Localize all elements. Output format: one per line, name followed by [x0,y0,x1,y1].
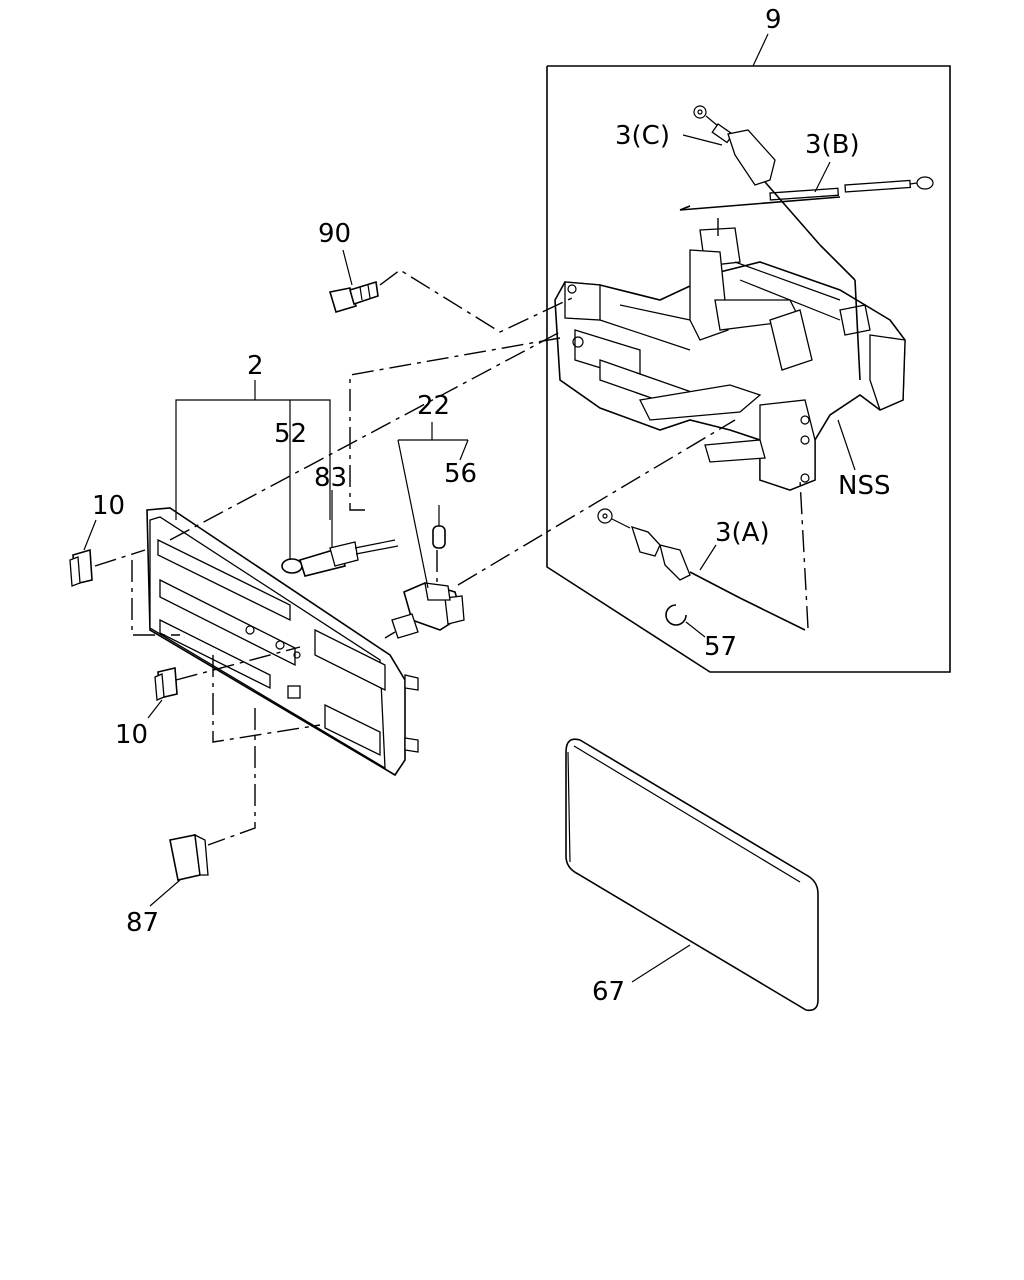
callout-3c: 3(C) [615,121,670,151]
assembly-box-9 [546,33,951,673]
callout-nss: NSS [838,471,890,501]
callout-52: 52 [274,419,307,449]
control-panel [146,507,419,777]
cable-3b [679,176,934,211]
knob-10-top [69,548,93,587]
alignment-lines [94,218,736,846]
callout-3a: 3(A) [715,518,770,548]
bolt-90 [328,280,379,313]
callout-10-top: 10 [92,491,125,521]
callout-56: 56 [444,459,477,489]
lens-67 [565,738,819,1012]
callout-10-bottom: 10 [115,720,148,750]
callout-2: 2 [247,351,264,381]
callout-9: 9 [765,5,782,35]
bulb-socket-52-83 [281,539,399,577]
cable-3c [693,105,861,381]
knob-10-bottom [154,667,178,701]
clip-57 [665,604,687,626]
callout-87: 87 [126,908,159,938]
callout-22: 22 [417,391,450,421]
knob-87 [169,833,209,881]
switch-22 [391,582,465,639]
callout-67: 67 [592,977,625,1007]
callout-57: 57 [704,632,737,662]
bulb-56 [432,525,446,549]
callout-83: 83 [314,463,347,493]
leader-lines [83,134,856,983]
callout-90: 90 [318,219,351,249]
callout-labels: 9 3(C) 3(B) 90 2 22 52 83 56 10 NSS 3(A)… [92,5,890,1007]
callout-3b: 3(B) [805,130,860,160]
cable-3a [597,479,809,631]
control-frame [554,227,906,491]
